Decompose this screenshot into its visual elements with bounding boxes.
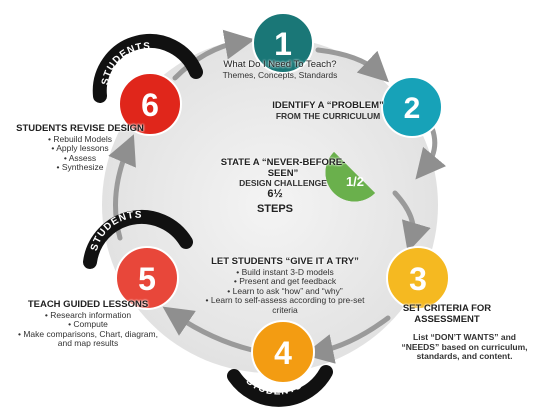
step-number-4: 4 [274, 335, 292, 371]
step-1-text: What Do I Need To Teach? Themes, Concept… [205, 59, 355, 80]
step-half-subtitle: DESIGN CHALLENGE [239, 178, 327, 189]
step-1-subtitle: Themes, Concepts, Standards [222, 69, 338, 80]
step-circle-2: 2 [381, 76, 443, 138]
step-2-title: IDENTIFY A “PROBLEM” [272, 100, 384, 111]
step-circle-4: 4 [251, 320, 315, 384]
step-number-5: 5 [138, 261, 156, 297]
step-4-bullet: Learn to ask “how” and “why” [200, 286, 370, 297]
step-6-bullet: Rebuild Models [6, 134, 154, 145]
step-3-title-box: SET CRITERIA FOR ASSESSMENT [402, 303, 492, 325]
step-half-circle: 1/2 [325, 152, 375, 202]
step-5-bullet: Compute [18, 320, 158, 330]
step-circle-1: 1 [252, 12, 314, 74]
step-number-1: 1 [274, 26, 292, 62]
step-5-bullet: Research information [18, 310, 158, 321]
step-circle-6: 6 [118, 72, 182, 136]
step-1-title: What Do I Need To Teach? [223, 59, 337, 70]
step-circle-5: 5 [115, 246, 179, 310]
step-5-bullet: Make comparisons, Chart, diagram, and ma… [18, 329, 158, 349]
step-3-title: SET CRITERIA FOR ASSESSMENT [402, 303, 492, 325]
step-6-text: STUDENTS REVISE DESIGN Rebuild Models Ap… [6, 123, 154, 173]
center-line1: 6½ [267, 188, 283, 200]
step-2-subtitle: FROM THE CURRICULUM [275, 110, 381, 121]
center-line2: STEPS [256, 203, 294, 216]
step-number-half: 1/2 [346, 174, 364, 189]
step-3-subtitle: List “DON’T WANTS” and “NEEDS” based on … [401, 332, 528, 362]
step-5-text: TEACH GUIDED LESSONS Research informatio… [18, 299, 158, 349]
step-6-bullet: Assess [6, 153, 154, 164]
step-circle-3: 3 [386, 246, 450, 310]
step-4-text: LET STUDENTS “GIVE IT A TRY” Build insta… [200, 256, 370, 316]
step-number-3: 3 [409, 261, 427, 297]
step-number-2: 2 [404, 92, 421, 125]
step-number-6: 6 [141, 87, 159, 123]
step-half-title: STATE A “NEVER-BEFORE-SEEN” [220, 157, 346, 179]
step-4-bullets: Build instant 3-D models Present and get… [200, 267, 370, 316]
step-2-text: IDENTIFY A “PROBLEM” FROM THE CURRICULUM [268, 100, 388, 121]
step-6-bullet: Synthesize [6, 163, 154, 173]
step-3-desc-box: List “DON’T WANTS” and “NEEDS” based on … [397, 332, 532, 362]
step-5-bullets: Research information Compute Make compar… [18, 310, 158, 349]
step-half-text: STATE A “NEVER-BEFORE-SEEN” DESIGN CHALL… [208, 157, 358, 189]
step-4-bullet: Present and get feedback [200, 277, 370, 287]
step-6-bullet: Apply lessons [6, 144, 154, 154]
step-6-bullets: Rebuild Models Apply lessons Assess Synt… [6, 134, 154, 173]
step-5-title: TEACH GUIDED LESSONS [27, 299, 149, 310]
step-4-title: LET STUDENTS “GIVE IT A TRY” [211, 256, 359, 267]
center-label: 6½ STEPS [245, 188, 305, 216]
step-4-bullet: Learn to self-assess according to pre-se… [200, 295, 370, 315]
step-6-title: STUDENTS REVISE DESIGN [16, 123, 144, 134]
step-4-bullet: Build instant 3-D models [200, 267, 370, 278]
